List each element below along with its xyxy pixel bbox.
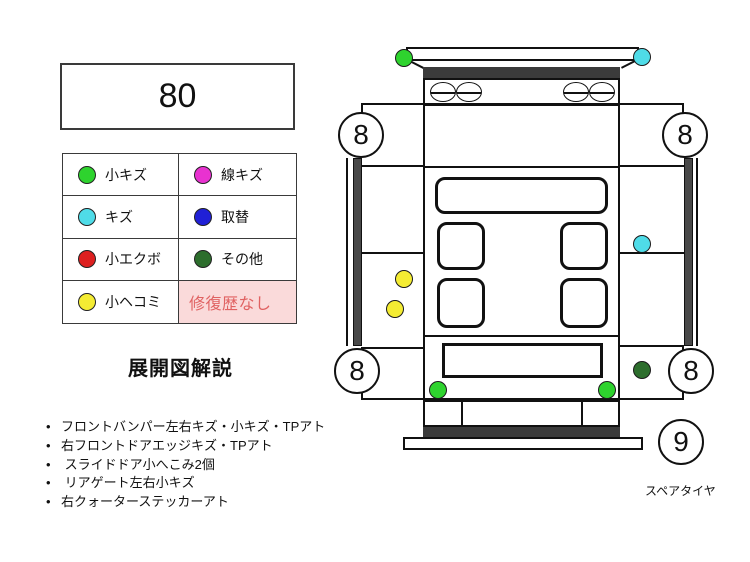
damage-dot-left-slide-door-upper — [395, 270, 413, 288]
damage-notes-list: フロントバンパー左右キズ・小キズ・TPアト 右フロントドアエッジキズ・TPアト … — [45, 418, 355, 512]
left-panel-top-line — [361, 103, 423, 105]
tire-score-value: 8 — [677, 119, 693, 150]
legend-row-small-dent: 小ヘコミ — [63, 280, 179, 323]
right-quarter-divider — [620, 345, 684, 347]
tire-score-value: 8 — [683, 355, 699, 386]
green-dot-icon — [78, 165, 96, 184]
score-box: 80 — [60, 63, 295, 130]
right-panel-top-line — [620, 103, 684, 105]
rear-lower-plate — [403, 437, 643, 450]
left-quarter-divider — [361, 347, 423, 349]
legend-label: 線キズ — [221, 166, 263, 183]
legend-row-other: その他 — [179, 239, 296, 281]
legend-label: 小エクボ — [105, 251, 161, 268]
damage-dot-rear-gate-left — [429, 381, 447, 399]
left-rocker-strip — [353, 158, 362, 346]
front-bumper — [406, 47, 639, 61]
legend-row-line-scratch: 線キズ — [179, 154, 296, 197]
tire-score-value: 9 — [673, 426, 689, 457]
tire-score-rear-left: 8 — [334, 348, 380, 394]
legend-label: 取替 — [221, 208, 249, 225]
cyan-dot-icon — [78, 207, 96, 226]
hood-cabin-divider — [423, 166, 620, 168]
rear-bumper — [423, 400, 620, 427]
tire-score-front-left: 8 — [338, 112, 384, 158]
rear-bumper-seam-right — [581, 402, 583, 427]
repair-history-badge: 修復歴なし — [179, 280, 296, 323]
windshield — [435, 177, 608, 214]
spare-tire-label: スペアタイヤ — [645, 484, 716, 498]
front-left-window — [437, 222, 485, 270]
left-panel-top-edge — [361, 103, 363, 116]
damage-dot-rear-gate-right — [598, 381, 616, 399]
yellow-dot-icon — [78, 292, 96, 311]
front-right-window — [560, 222, 608, 270]
tire-score-spare: 9 — [658, 419, 704, 465]
legend-row-scratch: キズ — [63, 196, 179, 239]
tire-score-front-right: 8 — [662, 112, 708, 158]
left-sill-outer-line — [346, 158, 348, 346]
rear-window — [442, 343, 603, 378]
tire-score-value: 8 — [349, 355, 365, 386]
legend-label: 小ヘコミ — [105, 293, 161, 310]
damage-dot-front-bumper-right — [633, 48, 651, 66]
legend-row-small-scratch: 小キズ — [63, 154, 179, 197]
red-dot-icon — [78, 250, 96, 269]
cabin-reargate-divider — [423, 335, 620, 337]
right-sill-outer-line — [696, 158, 698, 346]
rear-left-window — [437, 278, 485, 328]
tire-score-value: 8 — [353, 119, 369, 150]
section-title: 展開図解説 — [128, 358, 233, 380]
note-item: スライドドア小へこみ2個 — [45, 456, 355, 475]
legend-label: キズ — [105, 208, 133, 225]
dark-green-dot-icon — [194, 250, 212, 269]
right-door-quarter-divider — [620, 252, 684, 254]
note-item: フロントバンパー左右キズ・小キズ・TPアト — [45, 418, 355, 437]
front-headlight-panel — [423, 78, 620, 105]
left-panel-bottom-line — [361, 398, 423, 400]
legend-row-replaced: 取替 — [179, 196, 296, 239]
score-value: 80 — [158, 77, 197, 115]
repair-history-label: 修復歴なし — [189, 295, 272, 313]
damage-dot-front-bumper-left — [395, 49, 413, 67]
note-item: リアゲート左右小キズ — [45, 474, 355, 493]
left-door-slide-divider — [362, 252, 423, 254]
right-panel-top-edge — [682, 103, 684, 116]
legend-row-small-ding: 小エクボ — [63, 238, 179, 281]
rear-bumper-seam-left — [461, 402, 463, 427]
damage-dot-left-slide-door-lower — [386, 300, 404, 318]
right-panel-bottom-line — [620, 398, 684, 400]
damage-dot-right-quarter — [633, 361, 651, 379]
headlight-icon — [430, 82, 456, 102]
left-fender-door-divider — [361, 165, 423, 167]
note-item: 右クォーターステッカーアト — [45, 493, 355, 512]
rear-sill-bar — [423, 427, 620, 437]
rear-right-window — [560, 278, 608, 328]
legend-label: 小キズ — [105, 166, 147, 183]
right-fender-door-divider — [620, 165, 684, 167]
right-rocker-strip — [684, 158, 693, 346]
magenta-dot-icon — [194, 165, 212, 184]
damage-legend-table: 小キズ 線キズ キズ 取替 小エクボ その他 小ヘコミ 修復歴なし — [62, 153, 297, 324]
headlight-icon — [589, 82, 615, 102]
front-cowl-bar — [423, 67, 620, 78]
blue-dot-icon — [194, 207, 212, 226]
damage-dot-right-front-door — [633, 235, 651, 253]
note-item: 右フロントドアエッジキズ・TPアト — [45, 437, 355, 456]
headlight-icon — [563, 82, 589, 102]
legend-label: その他 — [221, 251, 263, 268]
headlight-icon — [456, 82, 482, 102]
tire-score-rear-right: 8 — [668, 348, 714, 394]
